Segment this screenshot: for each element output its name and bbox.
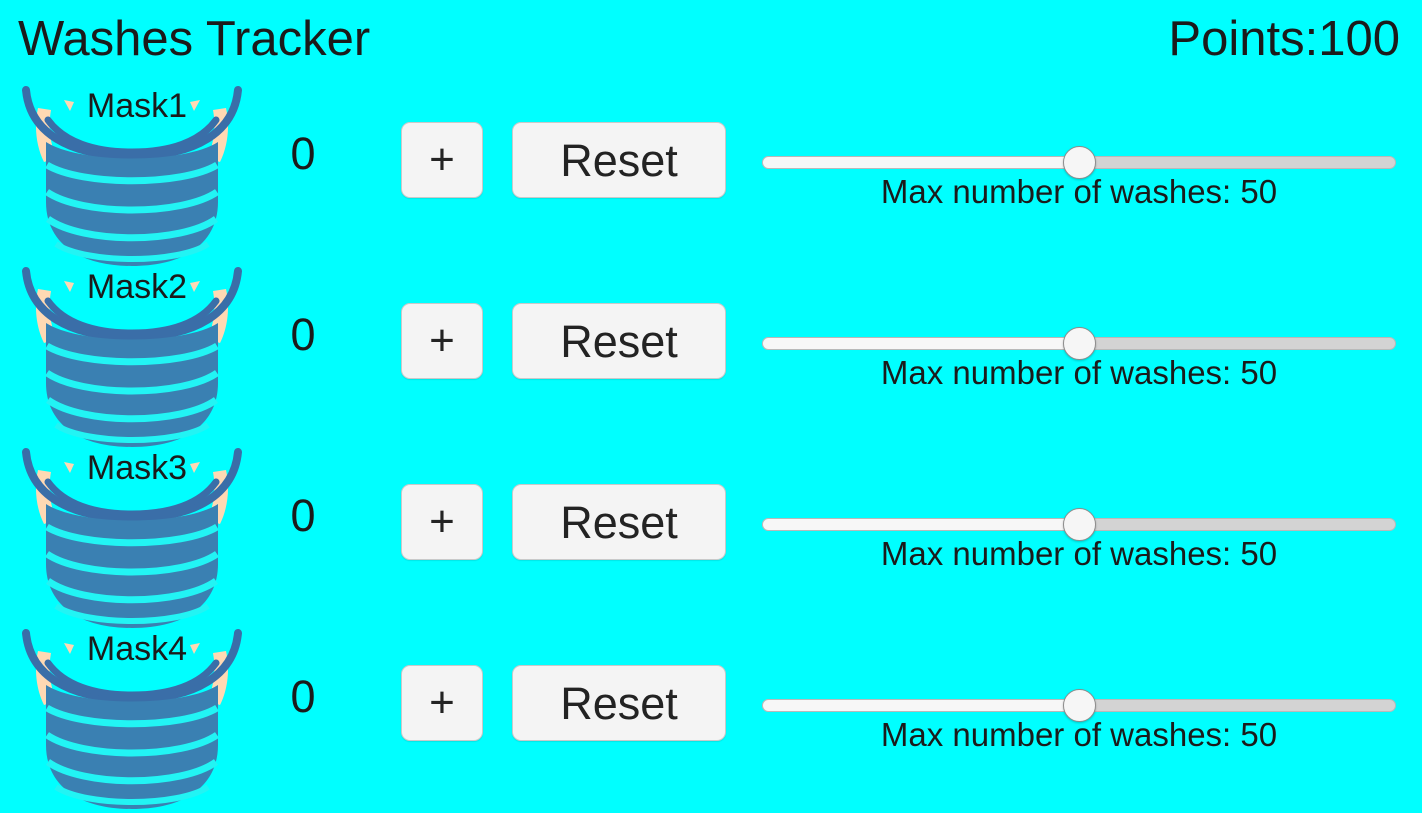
wash-count-value: 0: [290, 128, 316, 179]
mask-graphic-block: Mask2: [8, 261, 256, 451]
slider-track-fill: [762, 518, 1079, 531]
slider-thumb[interactable]: [1063, 508, 1096, 541]
mask-row: Mask2 0 + Reset Max number of washes: 50: [0, 261, 1422, 447]
max-washes-caption: Max number of washes: 50: [880, 535, 1278, 572]
points-value: 100: [1318, 12, 1400, 66]
max-washes-caption: Max number of washes: 50: [880, 173, 1278, 210]
max-washes-slider[interactable]: [762, 689, 1396, 722]
mask-rows-container: Mask1 0 + Reset Max number of washes: 50: [0, 80, 1422, 809]
face-mask-icon: [22, 267, 242, 447]
increment-wash-button[interactable]: +: [401, 303, 483, 379]
slider-thumb[interactable]: [1063, 327, 1096, 360]
face-mask-icon: [22, 86, 242, 266]
max-washes-slider[interactable]: [762, 327, 1396, 360]
mask-row: Mask1 0 + Reset Max number of washes: 50: [0, 80, 1422, 266]
app-header: Washes Tracker Points:100: [0, 0, 1422, 80]
increment-wash-button[interactable]: +: [401, 484, 483, 560]
max-washes-slider[interactable]: [762, 146, 1396, 179]
face-mask-icon: [22, 629, 242, 809]
points-label: Points:: [1168, 12, 1319, 66]
mask-graphic-block: Mask3: [8, 442, 256, 632]
reset-wash-button[interactable]: Reset: [512, 122, 726, 198]
wash-count-value: 0: [290, 490, 316, 541]
slider-thumb[interactable]: [1063, 689, 1096, 722]
increment-wash-button[interactable]: +: [401, 122, 483, 198]
mask-graphic-block: Mask1: [8, 80, 256, 270]
slider-track-fill: [762, 699, 1079, 712]
face-mask-icon: [22, 448, 242, 628]
reset-wash-button[interactable]: Reset: [512, 665, 726, 741]
increment-wash-button[interactable]: +: [401, 665, 483, 741]
max-washes-caption: Max number of washes: 50: [880, 716, 1278, 753]
wash-count-value: 0: [290, 309, 316, 360]
reset-wash-button[interactable]: Reset: [512, 484, 726, 560]
page-title: Washes Tracker: [18, 12, 371, 66]
max-washes-slider-group: Max number of washes: 50: [762, 124, 1396, 210]
mask-row: Mask4 0 + Reset Max number of washes: 50: [0, 623, 1422, 809]
slider-track-fill: [762, 156, 1079, 169]
reset-wash-button[interactable]: Reset: [512, 303, 726, 379]
max-washes-slider[interactable]: [762, 508, 1396, 541]
max-washes-slider-group: Max number of washes: 50: [762, 486, 1396, 572]
slider-thumb[interactable]: [1063, 146, 1096, 179]
slider-track-fill: [762, 337, 1079, 350]
points-display: Points:100: [1168, 8, 1400, 70]
max-washes-slider-group: Max number of washes: 50: [762, 667, 1396, 753]
max-washes-caption: Max number of washes: 50: [880, 354, 1278, 391]
mask-row: Mask3 0 + Reset Max number of washes: 50: [0, 442, 1422, 628]
max-washes-slider-group: Max number of washes: 50: [762, 305, 1396, 391]
wash-count-value: 0: [290, 671, 316, 722]
mask-graphic-block: Mask4: [8, 623, 256, 813]
